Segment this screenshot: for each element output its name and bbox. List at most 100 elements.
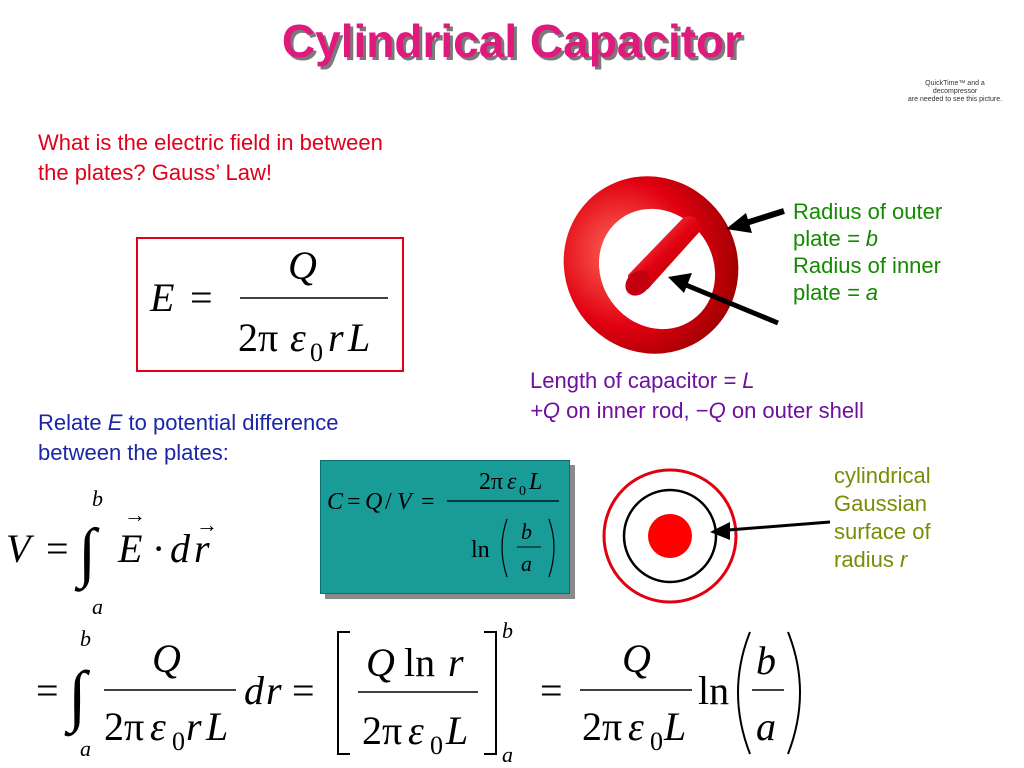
- eq-equals: =: [190, 275, 213, 320]
- outer-radius-label-1: Radius of outer: [793, 199, 943, 224]
- d-left-bracket: [337, 631, 350, 755]
- charge-mid: on inner rod, −: [559, 398, 709, 423]
- charge-plus: +: [530, 398, 543, 423]
- eq-epsilon-sub: 0: [310, 338, 323, 367]
- outer-eq-sign: =: [846, 226, 866, 251]
- relate-text: Relate E to potential difference between…: [38, 408, 458, 468]
- inner-plate-word: plate: [793, 280, 847, 305]
- electric-field-equation-box: E = Q 2π ε 0 r L: [136, 237, 404, 372]
- charge-q2: Q: [708, 398, 726, 423]
- outer-radius-label-2: plate = b: [793, 225, 1003, 252]
- capacitance-equation-box: C = Q / V = 2π ε 0 L ln b a: [320, 460, 570, 594]
- inner-radius-label-1: Radius of inner: [793, 253, 941, 278]
- gauss-question: What is the electric field in between th…: [38, 128, 498, 188]
- d-right-paren: [787, 631, 801, 755]
- d-two-pi-3: 2π: [582, 704, 622, 749]
- c-ln: ln: [471, 537, 490, 563]
- relate-prefix: Relate: [38, 410, 108, 435]
- outer-radius-arrow: [726, 208, 785, 233]
- d-integral-sign: ∫: [64, 657, 91, 737]
- d-l-2: L: [445, 708, 468, 753]
- radius-var: r: [900, 547, 908, 572]
- length-label: Length of capacitor = L: [530, 366, 1000, 396]
- c-q: Q: [365, 489, 382, 515]
- quicktime-notice: QuickTime™ and a decompressor are needed…: [880, 80, 1024, 104]
- v-dot: ·: [152, 526, 165, 571]
- v-r-arrow: →: [196, 512, 218, 537]
- cylindrical-capacitor-illustration: [563, 176, 785, 354]
- radius-word: radius: [834, 547, 901, 572]
- v-equals: =: [46, 526, 69, 571]
- inner-radius-var: a: [865, 280, 879, 305]
- d-l-3: L: [663, 704, 686, 749]
- gaussian-label-2: Gaussian: [834, 491, 927, 516]
- d-dr-d: d: [244, 668, 265, 713]
- d-lower-limit: a: [80, 736, 91, 761]
- gaussian-surface-label: cylindrical Gaussian surface of radius r: [834, 462, 1014, 574]
- outer-plate-word: plate: [793, 226, 847, 251]
- gaussian-arrow-shaft: [727, 520, 831, 532]
- eq-numerator-q: Q: [288, 243, 317, 288]
- eq-two-pi: 2π: [238, 315, 278, 360]
- inner-eq-sign: =: [846, 280, 866, 305]
- d-ln-r: r: [448, 640, 464, 685]
- d-eps-sub-3: 0: [650, 727, 663, 756]
- electric-field-equation: E = Q 2π ε 0 r L: [149, 243, 388, 367]
- d-two-pi-2: 2π: [362, 708, 402, 753]
- d-right-bracket: [484, 631, 497, 755]
- length-var: L: [742, 368, 755, 393]
- outer-radius-var: b: [865, 226, 879, 251]
- gaussian-label-3: surface of: [834, 519, 931, 544]
- d-eps-1: ε: [150, 704, 166, 749]
- length-eq: =: [723, 368, 743, 393]
- c-eps-sub: 0: [519, 484, 526, 499]
- v-lower-limit: a: [92, 594, 103, 619]
- d-eval-lower: a: [502, 742, 513, 767]
- v-lhs: V: [6, 526, 35, 571]
- inner-rod-circle: [648, 514, 692, 558]
- d-upper-limit: b: [80, 626, 91, 651]
- c-eps: ε: [507, 469, 517, 495]
- c-eq1: =: [347, 489, 361, 515]
- inner-rod: [625, 216, 702, 296]
- d-two-pi-1: 2π: [104, 704, 144, 749]
- d-eval-upper: b: [502, 620, 513, 643]
- eq-epsilon: ε: [290, 315, 306, 360]
- eq-r: r: [328, 315, 344, 360]
- eq-e-lhs: E: [149, 275, 174, 320]
- quicktime-line-1: QuickTime™ and a: [925, 80, 985, 87]
- gaussian-surface-diagram: [602, 468, 831, 604]
- d-l-1: L: [205, 704, 228, 749]
- d-eq2: =: [292, 668, 315, 713]
- capacitance-equation: C = Q / V = 2π ε 0 L ln b a: [327, 469, 559, 578]
- c-v: V: [397, 489, 414, 515]
- relate-line-1: Relate E to potential difference: [38, 408, 458, 438]
- potential-integral-equation: V = ∫ b a E → · d r →: [6, 486, 218, 619]
- v-integral-sign: ∫: [74, 516, 100, 592]
- outer-shell-circle: [602, 468, 738, 604]
- c-right-paren: [548, 518, 555, 578]
- c-lhs: C: [327, 489, 344, 515]
- capacitor-length-charge: Length of capacitor = L + Q on inner rod,…: [530, 366, 1000, 426]
- d-eq1: =: [36, 668, 59, 713]
- d-num-q-2: Q: [366, 640, 395, 685]
- c-l: L: [528, 469, 542, 495]
- d-ln-1: ln: [404, 640, 435, 685]
- gaussian-label-4: radius r: [834, 546, 1014, 574]
- relate-line-2: between the plates:: [38, 440, 229, 465]
- d-r-1: r: [186, 704, 202, 749]
- d-num-q: Q: [152, 636, 181, 681]
- quicktime-line-3: are needed to see this picture.: [907, 96, 1003, 103]
- charge-label: +Q on inner rod, −Q on outer shell: [530, 396, 1000, 426]
- gaussian-label-1: cylindrical: [834, 463, 931, 488]
- charge-end: on outer shell: [725, 398, 864, 423]
- length-text: Length of capacitor: [530, 368, 724, 393]
- quicktime-line-2: decompressor: [932, 88, 978, 95]
- radius-labels: Radius of outer plate = b Radius of inne…: [793, 198, 1003, 306]
- v-upper-limit: b: [92, 486, 103, 511]
- d-eps-3: ε: [628, 704, 644, 749]
- v-e-vector: E: [117, 526, 142, 571]
- d-num-q-3: Q: [622, 636, 651, 681]
- eq-l: L: [347, 315, 370, 360]
- relate-suffix: to potential difference: [122, 410, 339, 435]
